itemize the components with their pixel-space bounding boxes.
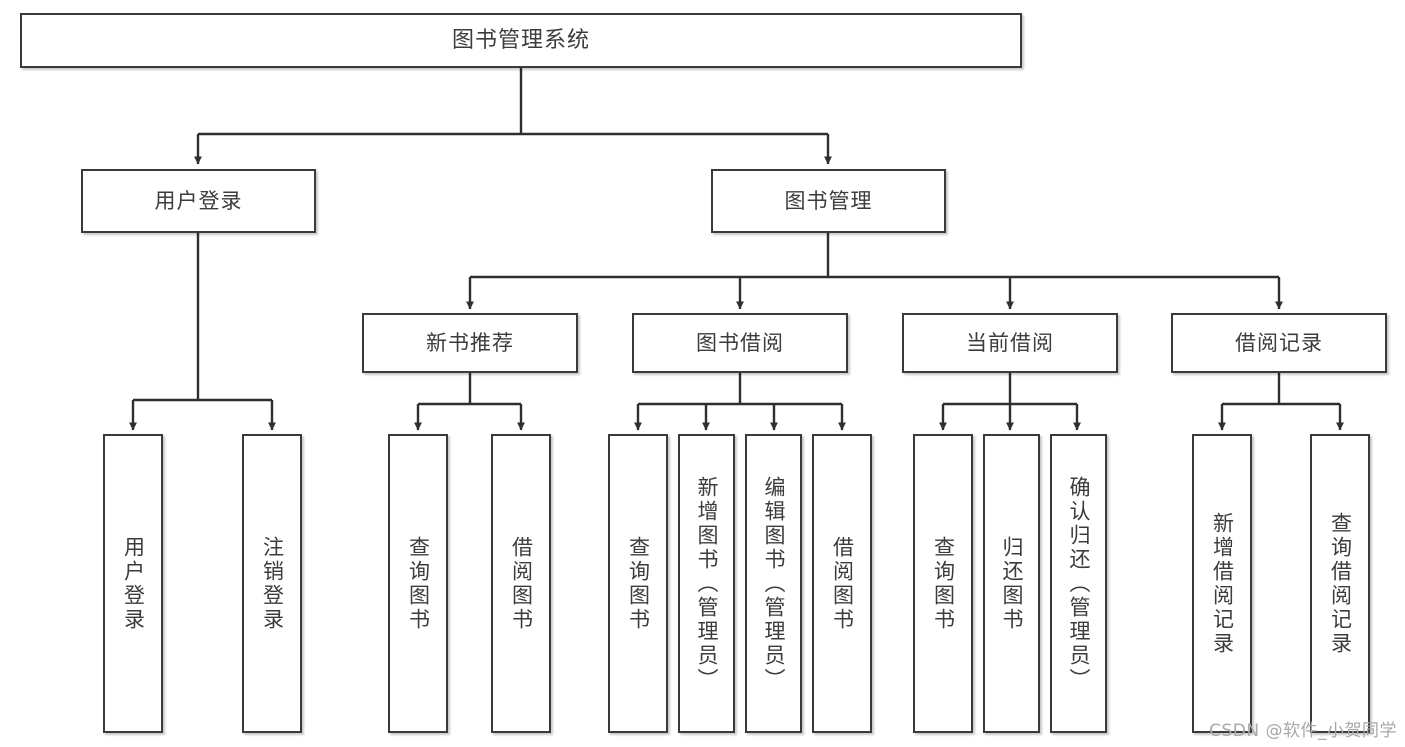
node-leaf-borrow-book-1[interactable]: 借阅图书 bbox=[491, 434, 551, 733]
node-leaf-add-record[interactable]: 新增借阅记录 bbox=[1192, 434, 1252, 733]
node-leaf-borrow-book-2[interactable]: 借阅图书 bbox=[812, 434, 872, 733]
node-label: 用户登录 bbox=[121, 535, 146, 632]
node-label: 新增图书（管理员） bbox=[695, 475, 719, 692]
node-leaf-query-book-3[interactable]: 查询图书 bbox=[913, 434, 973, 733]
node-label: 归还图书 bbox=[1000, 535, 1024, 632]
node-new-book-recommend[interactable]: 新书推荐 bbox=[362, 313, 578, 373]
node-label: 查询图书 bbox=[406, 535, 431, 632]
node-leaf-query-book-1[interactable]: 查询图书 bbox=[388, 434, 448, 733]
node-leaf-return-book[interactable]: 归还图书 bbox=[983, 434, 1040, 733]
node-label: 当前借阅 bbox=[966, 330, 1054, 355]
node-label: 图书管理系统 bbox=[451, 27, 590, 53]
node-label: 查询借阅记录 bbox=[1328, 511, 1353, 656]
node-current-borrow[interactable]: 当前借阅 bbox=[902, 313, 1118, 373]
watermark: CSDN @软件_小贺同学 bbox=[1209, 721, 1397, 741]
node-label: 注销登录 bbox=[260, 535, 285, 632]
node-label: 借阅图书 bbox=[509, 535, 534, 632]
node-leaf-confirm-return[interactable]: 确认归还（管理员） bbox=[1050, 434, 1107, 733]
node-label: 新书推荐 bbox=[426, 330, 514, 355]
node-leaf-query-record[interactable]: 查询借阅记录 bbox=[1310, 434, 1370, 733]
node-leaf-user-login[interactable]: 用户登录 bbox=[103, 434, 163, 733]
node-user-login[interactable]: 用户登录 bbox=[81, 169, 316, 233]
node-label: 编辑图书（管理员） bbox=[762, 475, 786, 692]
node-label: 借阅记录 bbox=[1235, 330, 1323, 355]
node-leaf-query-book-2[interactable]: 查询图书 bbox=[608, 434, 668, 733]
node-label: 查询图书 bbox=[931, 535, 956, 632]
node-label: 图书管理 bbox=[784, 188, 873, 213]
node-leaf-logout-login[interactable]: 注销登录 bbox=[242, 434, 302, 733]
node-label: 确认归还（管理员） bbox=[1067, 475, 1091, 692]
node-label: 查询图书 bbox=[626, 535, 651, 632]
node-borrow-record[interactable]: 借阅记录 bbox=[1171, 313, 1387, 373]
node-leaf-add-book[interactable]: 新增图书（管理员） bbox=[678, 434, 735, 733]
node-label: 新增借阅记录 bbox=[1210, 511, 1235, 656]
node-root-book-management-system[interactable]: 图书管理系统 bbox=[20, 13, 1022, 68]
node-label: 借阅图书 bbox=[830, 535, 855, 632]
node-label: 用户登录 bbox=[154, 188, 243, 213]
node-book-borrow[interactable]: 图书借阅 bbox=[632, 313, 848, 373]
node-book-manage[interactable]: 图书管理 bbox=[711, 169, 946, 233]
node-leaf-edit-book[interactable]: 编辑图书（管理员） bbox=[745, 434, 802, 733]
node-label: 图书借阅 bbox=[696, 330, 784, 355]
